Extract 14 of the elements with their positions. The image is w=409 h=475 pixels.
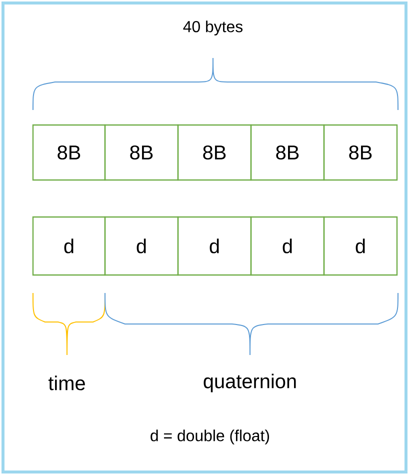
cell-box: d xyxy=(32,216,106,276)
cell-box: 8B xyxy=(250,124,325,181)
cell-box: d xyxy=(323,216,398,276)
cell-box: 8B xyxy=(104,124,179,181)
cell-box: d xyxy=(104,216,179,276)
label: 40 bytes xyxy=(183,20,243,36)
label: time xyxy=(48,376,85,390)
cell-box: d xyxy=(177,216,252,276)
cell-box: 8B xyxy=(32,124,106,181)
label: d = double (float) xyxy=(150,430,270,444)
label: quaternion xyxy=(204,374,296,392)
cell-box: 8B xyxy=(177,124,252,181)
cell-box: 8B xyxy=(323,124,398,181)
cell-box: d xyxy=(250,216,325,276)
